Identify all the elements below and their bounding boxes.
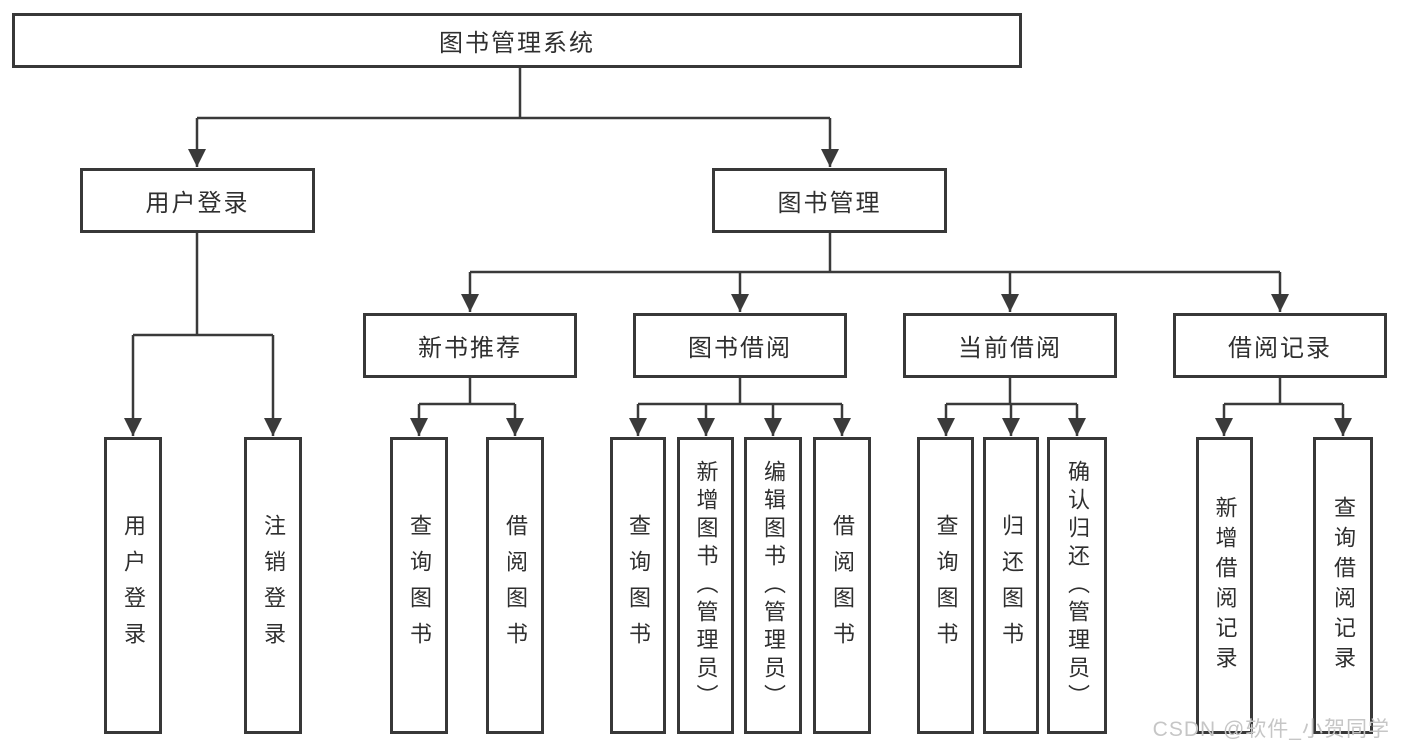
leaf-borrow-books-1: 借阅图书 <box>486 437 544 734</box>
node-new-book-recommend: 新书推荐 <box>363 313 577 378</box>
leaf-add-books-admin: 新增图书（管理员） <box>677 437 734 734</box>
leaf-label: 新增图书（管理员） <box>693 459 719 712</box>
leaf-label: 查询图书 <box>407 513 432 658</box>
node-library-system: 图书管理系统 <box>12 13 1022 68</box>
leaf-label: 确认归还（管理员） <box>1065 459 1090 712</box>
node-label: 借阅记录 <box>1228 335 1332 362</box>
leaf-query-books-3: 查询图书 <box>917 437 974 734</box>
node-label: 当前借阅 <box>958 335 1062 362</box>
node-label: 图书管理系统 <box>439 30 595 57</box>
node-label: 图书借阅 <box>688 335 792 362</box>
leaf-label: 查询图书 <box>626 513 651 658</box>
leaf-query-borrow-record: 查询借阅记录 <box>1313 437 1373 734</box>
leaf-edit-books-admin: 编辑图书（管理员） <box>744 437 802 734</box>
node-book-management: 图书管理 <box>712 168 947 233</box>
watermark: CSDN @软件_小贺同学 <box>1152 718 1390 741</box>
leaf-add-borrow-record: 新增借阅记录 <box>1196 437 1253 734</box>
node-label: 用户登录 <box>145 190 250 217</box>
leaf-label: 新增借阅记录 <box>1212 495 1238 676</box>
leaf-return-books: 归还图书 <box>983 437 1039 734</box>
leaf-label: 注销登录 <box>261 513 286 658</box>
leaf-label: 编辑图书（管理员） <box>761 459 786 712</box>
leaf-label: 借阅图书 <box>830 513 855 658</box>
leaf-label: 查询图书 <box>933 513 959 658</box>
node-current-borrow: 当前借阅 <box>903 313 1117 378</box>
leaf-confirm-return-admin: 确认归还（管理员） <box>1047 437 1107 734</box>
leaf-label: 查询借阅记录 <box>1331 495 1356 676</box>
leaf-query-books-2: 查询图书 <box>610 437 666 734</box>
leaf-label: 用户登录 <box>121 513 146 658</box>
node-book-borrow: 图书借阅 <box>633 313 847 378</box>
leaf-label: 归还图书 <box>999 513 1024 658</box>
leaf-label: 借阅图书 <box>503 513 528 658</box>
leaf-user-login: 用户登录 <box>104 437 162 734</box>
node-borrow-records: 借阅记录 <box>1173 313 1387 378</box>
node-label: 图书管理 <box>777 190 882 217</box>
node-user-login: 用户登录 <box>80 168 315 233</box>
leaf-query-books-1: 查询图书 <box>390 437 448 734</box>
leaf-borrow-books-2: 借阅图书 <box>813 437 871 734</box>
node-label: 新书推荐 <box>418 335 522 362</box>
leaf-logout: 注销登录 <box>244 437 302 734</box>
